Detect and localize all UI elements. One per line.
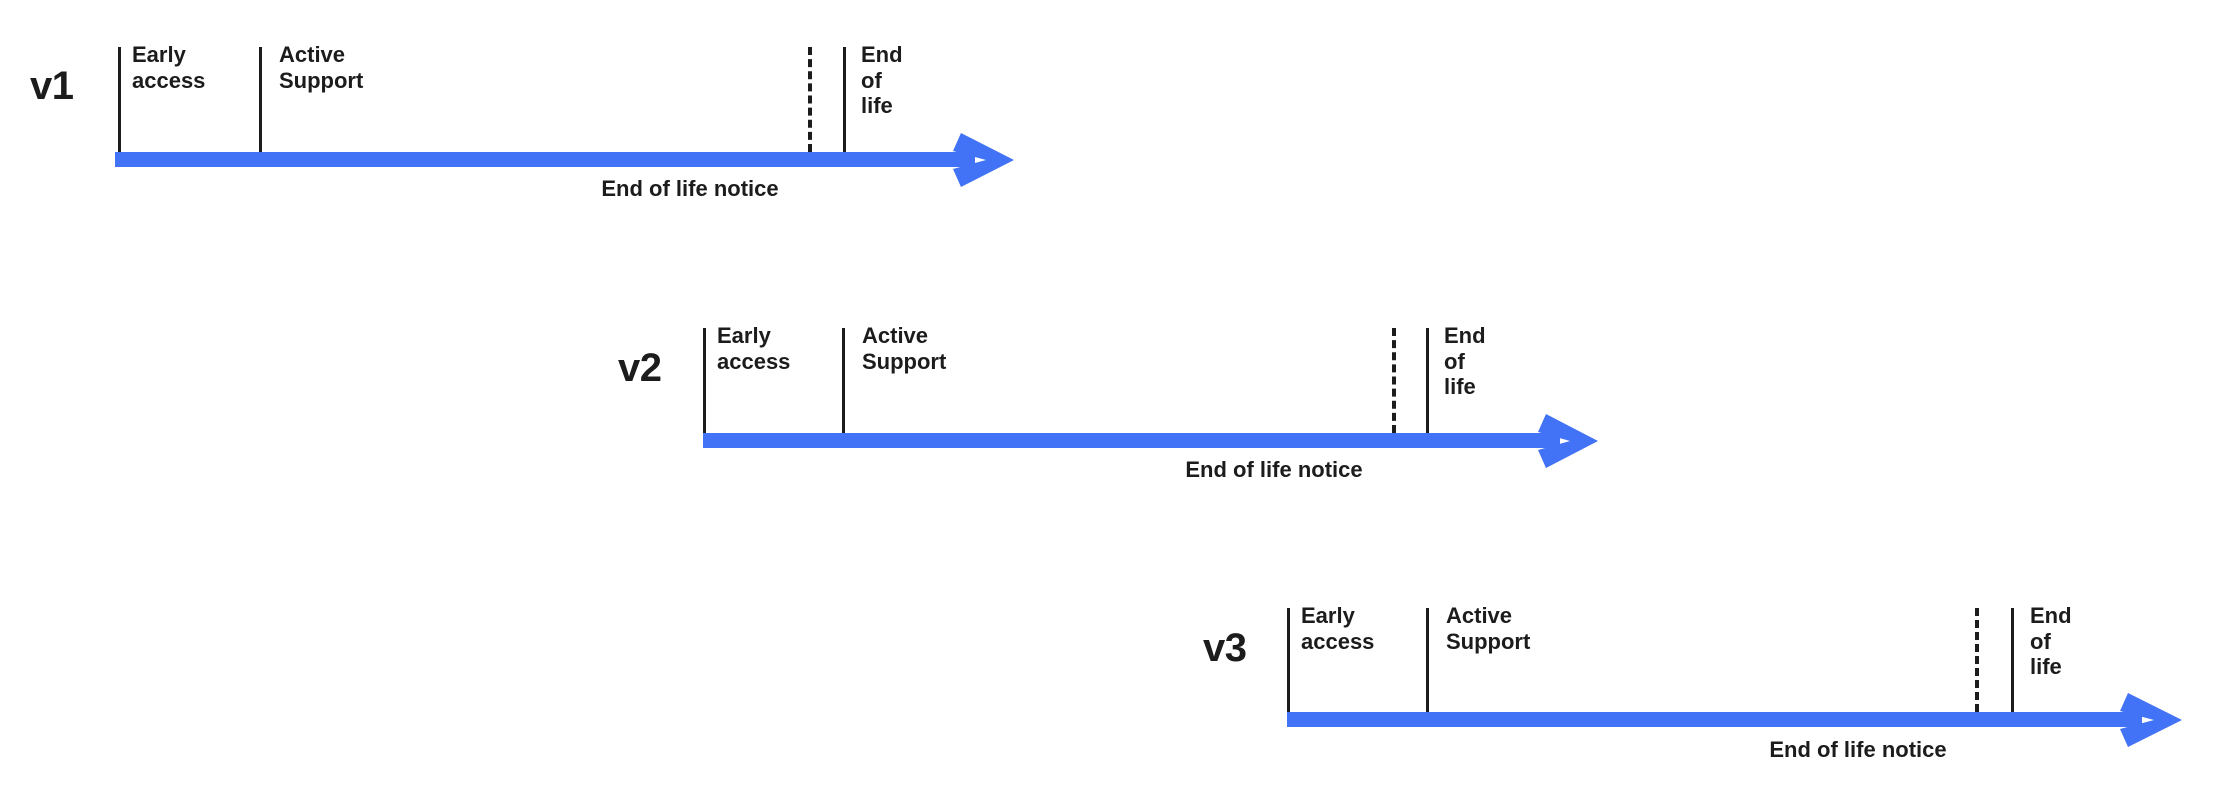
phase-label: End of life <box>1444 323 1486 400</box>
end-of-life-notice-label: End of life notice <box>601 176 779 201</box>
phase-divider-tick <box>2011 608 2014 712</box>
end-of-life-notice-tick <box>1392 328 1396 433</box>
timeline-arrowhead <box>953 129 1018 191</box>
phase-divider-tick <box>1426 328 1429 433</box>
version-label-v1: v1 <box>30 64 74 108</box>
phase-divider-tick <box>1426 608 1429 712</box>
phase-label: End of life <box>861 42 903 119</box>
phase-label: Active Support <box>862 323 947 374</box>
phase-label: End of life <box>2030 603 2072 680</box>
version-label-v3: v3 <box>1203 626 1247 670</box>
phase-divider-tick <box>259 47 262 152</box>
version-label-v2: v2 <box>618 346 662 390</box>
phase-label: Early access <box>1301 603 1375 654</box>
timeline-arrowhead <box>2120 689 2186 751</box>
timeline-bar <box>703 433 1560 448</box>
phase-label: Active Support <box>279 42 364 93</box>
phase-divider-tick <box>842 328 845 433</box>
end-of-life-notice-label: End of life notice <box>1185 457 1363 482</box>
phase-divider-tick <box>843 47 846 152</box>
end-of-life-notice-tick <box>1975 608 1979 712</box>
phase-label: Early access <box>717 323 791 374</box>
phase-label: Early access <box>132 42 206 93</box>
phase-label: Active Support <box>1446 603 1531 654</box>
phase-divider-tick <box>1287 608 1290 712</box>
phase-divider-tick <box>703 328 706 433</box>
timeline-arrowhead <box>1538 410 1602 472</box>
end-of-life-notice-label: End of life notice <box>1769 737 1947 762</box>
end-of-life-notice-tick <box>808 47 812 152</box>
phase-divider-tick <box>118 47 121 152</box>
timeline-bar <box>1287 712 2142 727</box>
timeline-bar <box>115 152 975 167</box>
